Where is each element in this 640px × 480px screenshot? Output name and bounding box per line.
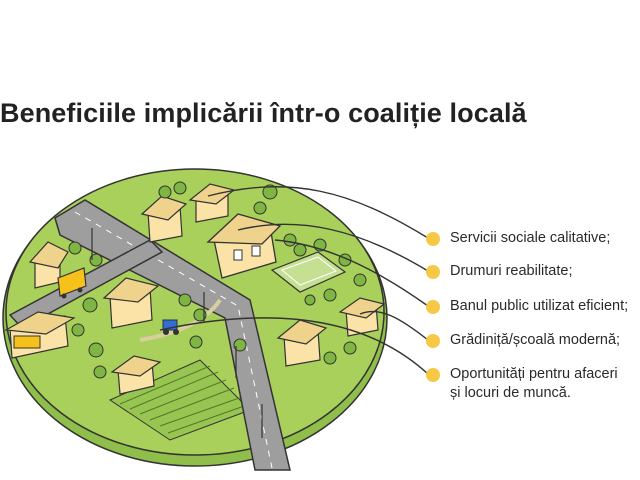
benefit-label-group: Oportunități pentru afaceri și locuri de… <box>450 365 618 403</box>
benefit-label: Drumuri reabilitate; <box>450 263 573 279</box>
bullet-dot <box>426 300 440 314</box>
house-right <box>338 297 386 337</box>
benefit-label: Grădiniță/școală modernă; <box>450 332 621 348</box>
benefit-label: Oportunități pentru afaceri <box>450 366 618 382</box>
house-top-right <box>188 183 236 223</box>
bullet-dot <box>426 334 440 348</box>
bus-depot <box>4 311 76 359</box>
utility-poles <box>91 228 263 438</box>
crop-field <box>108 359 251 441</box>
bullet-dot <box>426 265 440 279</box>
benefit-label-line2: și locuri de muncă. <box>450 385 571 401</box>
farm-house <box>110 355 162 395</box>
benefit-label: Servicii sociale calitative; <box>450 230 611 246</box>
school-bus <box>57 267 87 299</box>
connector-lines <box>159 186 429 375</box>
main-road <box>54 199 291 471</box>
bullet-dot <box>426 368 440 382</box>
benefit-item-public-money: Banul public utilizat eficient; <box>426 297 628 316</box>
trees <box>68 181 367 379</box>
benefit-item-roads: Drumuri reabilitate; <box>426 262 573 281</box>
tractor <box>162 319 179 335</box>
house-top-center <box>140 195 188 243</box>
benefit-item-business: Oportunități pentru afaceri și locuri de… <box>426 365 618 403</box>
house-middle <box>102 277 160 329</box>
bullet-dot <box>426 232 440 246</box>
page-title: Beneficiile implicării într-o coaliție l… <box>0 98 527 128</box>
house-lower-right <box>276 319 328 367</box>
benefit-item-school: Grădiniță/școală modernă; <box>426 331 620 350</box>
house-small-left <box>28 241 69 289</box>
benefit-item-social-services: Servicii sociale calitative; <box>426 229 610 248</box>
benefit-label: Banul public utilizat eficient; <box>450 298 629 314</box>
sports-field <box>270 251 347 293</box>
